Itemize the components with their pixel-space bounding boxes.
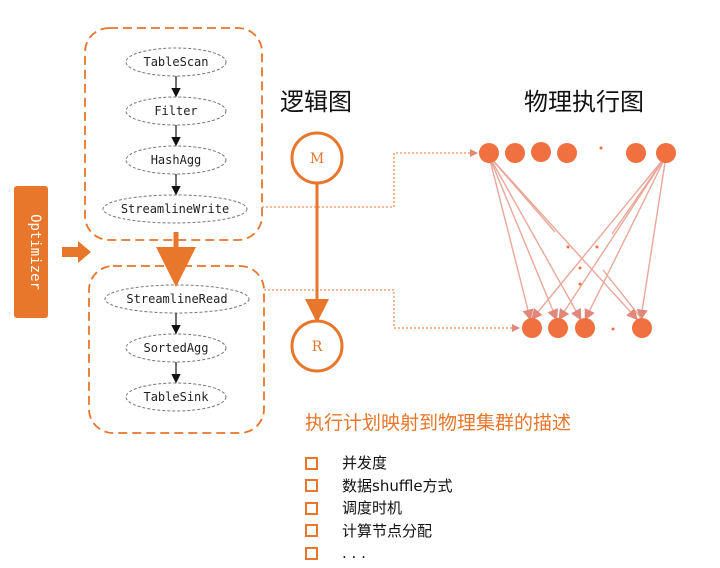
operator-table-sink: TableSink	[125, 382, 227, 412]
physical-edges	[488, 155, 667, 321]
checkbox-icon	[305, 524, 318, 538]
operator-label: HashAgg	[151, 153, 202, 167]
node-letter: R	[312, 339, 323, 355]
bullet-item: 调度时机	[305, 497, 453, 520]
physical-node	[575, 318, 595, 338]
operator-hash-agg: HashAgg	[125, 145, 227, 175]
ellipsis-dot	[599, 146, 603, 150]
stage-1-container	[84, 27, 263, 241]
operator-streamline-write: StreamlineWrite	[102, 194, 248, 224]
checkbox-icon	[305, 456, 318, 470]
node-letter: M	[310, 151, 324, 167]
operator-streamline-read: StreamlineRead	[104, 284, 250, 314]
operator-label: TableSink	[143, 390, 209, 404]
operator-sorted-agg: SortedAgg	[125, 333, 227, 363]
physical-reduce-nodes	[522, 318, 652, 338]
logical-node-reduce: R	[290, 319, 344, 373]
operator-label: Filter	[154, 104, 197, 118]
logical-graph-title: 逻辑图	[280, 88, 352, 116]
operator-label: StreamlineWrite	[121, 202, 229, 216]
physical-node	[632, 318, 652, 338]
bullet-list: 并发度 数据shuffle方式 调度时机 计算节点分配 . . .	[305, 452, 453, 565]
physical-graph-title: 物理执行图	[524, 88, 644, 116]
physical-node	[548, 318, 568, 338]
physical-node	[522, 318, 542, 338]
physical-node	[656, 143, 676, 163]
physical-ellipsis-dots	[566, 245, 599, 286]
bullet-item: 计算节点分配	[305, 520, 453, 543]
operator-table-scan: TableScan	[125, 47, 227, 77]
bullet-text: 数据shuffle方式	[342, 476, 453, 495]
physical-node	[479, 143, 499, 163]
physical-node	[557, 143, 577, 163]
operator-label: TableScan	[143, 55, 208, 69]
checkbox-icon	[305, 546, 318, 560]
subtitle: 执行计划映射到物理集群的描述	[305, 412, 571, 434]
mapping-line-stage-1	[262, 149, 478, 208]
ellipsis-dot	[611, 327, 615, 331]
bullet-item: . . .	[305, 542, 453, 565]
physical-node	[505, 143, 525, 163]
operator-label: SortedAgg	[143, 341, 208, 355]
bullet-text: 并发度	[342, 454, 388, 473]
optimizer-arrow	[62, 241, 91, 263]
checkbox-icon	[305, 479, 318, 493]
bullet-item: 并发度	[305, 452, 453, 475]
mapping-line-stage-2	[264, 289, 520, 332]
operator-filter: Filter	[125, 96, 227, 126]
physical-map-nodes	[479, 142, 676, 163]
bullet-text: 调度时机	[342, 499, 403, 518]
bullet-text: . . .	[342, 544, 366, 563]
optimizer-box: Optimizer	[14, 186, 48, 318]
optimizer-label: Optimizer	[27, 214, 43, 290]
logical-node-map: M	[290, 131, 344, 185]
bullet-item: 数据shuffle方式	[305, 475, 453, 498]
bullet-text: 计算节点分配	[342, 521, 433, 540]
physical-node	[626, 143, 646, 163]
checkbox-icon	[305, 501, 318, 515]
physical-node	[531, 142, 551, 162]
operator-label: StreamlineRead	[126, 292, 227, 306]
